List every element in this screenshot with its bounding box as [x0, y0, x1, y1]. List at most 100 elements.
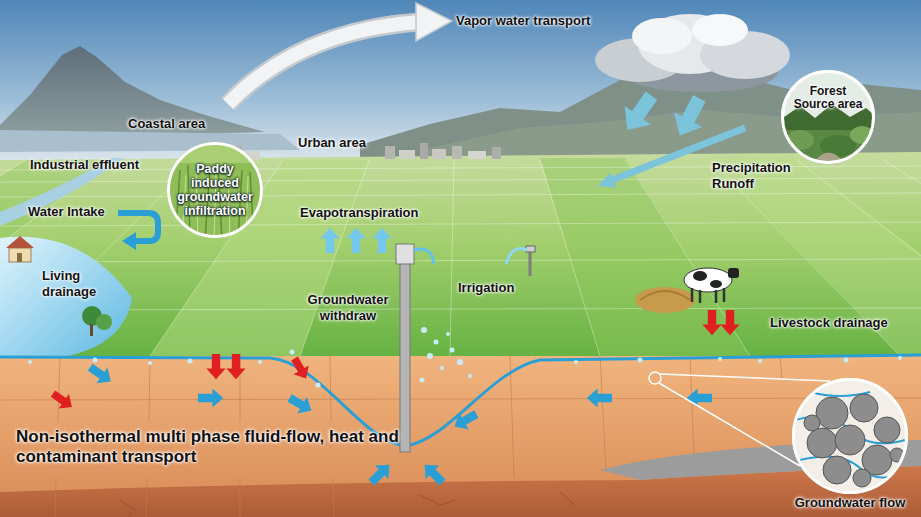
- groundwater-bubbles: [468, 374, 472, 378]
- water-intake-arrow: [122, 232, 136, 250]
- field-features: [635, 287, 695, 313]
- coastal-sea: [0, 130, 300, 152]
- urban-buildings: [468, 151, 486, 159]
- groundwater-flow-arrows: [365, 458, 396, 489]
- scene-label: Precipitation Runoff: [712, 160, 808, 191]
- field-features: [691, 288, 694, 302]
- groundwater-bubbles: [290, 350, 295, 355]
- forest-inset-picture: [780, 69, 876, 118]
- field-grid: [300, 160, 369, 356]
- urban-buildings: [452, 146, 462, 159]
- scene-label: Irrigation: [458, 280, 514, 296]
- sky: [0, 0, 921, 170]
- soil-section: [0, 356, 921, 517]
- evapotranspiration-arrows: [320, 228, 391, 253]
- soil-section: [510, 356, 514, 478]
- lake: [17, 253, 22, 262]
- groundwater-bubbles: [434, 340, 439, 345]
- groundwater-bubbles: [258, 360, 262, 364]
- soil-section: [0, 398, 921, 400]
- groundwater-well: [414, 249, 434, 264]
- scene-label: Urban area: [298, 135, 366, 151]
- field-grid: [0, 259, 921, 262]
- soil-section: [560, 492, 575, 505]
- soil-section: [330, 356, 331, 422]
- field-features: [728, 268, 739, 278]
- soil-pore-picture: [804, 415, 820, 431]
- forest-inset-picture: [780, 69, 880, 165]
- soil-pore-picture: [853, 469, 871, 487]
- paddy-inset-picture: [246, 176, 248, 240]
- groundwater-bubbles: [148, 361, 152, 365]
- soil-section: [58, 356, 60, 422]
- field-grid: [540, 160, 600, 356]
- soil-section: [55, 478, 56, 517]
- soil-section: [690, 356, 694, 455]
- field-features: [710, 280, 722, 288]
- soil-section: [240, 478, 241, 517]
- groundwater-bubbles: [758, 359, 762, 363]
- lake: [0, 237, 132, 357]
- magnifier-lines: [660, 374, 830, 381]
- lake: [96, 314, 112, 330]
- contaminant-arrows: [226, 354, 245, 379]
- groundwater-flow-arrows: [418, 458, 449, 489]
- soil-section: [600, 440, 921, 480]
- groundwater-bubbles: [427, 353, 433, 359]
- groundwater-bubbles: [446, 332, 450, 336]
- rain-cloud: [632, 18, 692, 54]
- groundwater-bubbles: [421, 327, 427, 333]
- groundwater-bubbles: [93, 358, 98, 363]
- soil-pore-picture: [807, 428, 837, 458]
- coastal-sea: [0, 130, 300, 152]
- groundwater-bubbles: [28, 327, 902, 388]
- groundwater-bubbles: [457, 359, 463, 365]
- groundwater-flow-arrows: [285, 390, 316, 419]
- inset-circle: [783, 72, 874, 163]
- groundwater-bubbles: [28, 360, 32, 364]
- lake: [6, 236, 34, 248]
- field-features: [692, 288, 724, 303]
- mountains: [0, 46, 265, 140]
- lake: [9, 248, 31, 262]
- scene-label: Coastal area: [128, 116, 205, 132]
- groundwater-bubbles: [844, 358, 849, 363]
- paddy-inset-picture: [175, 170, 180, 240]
- soil-pore-picture: [835, 425, 865, 455]
- sky: [0, 0, 921, 170]
- evapotranspiration-arrows: [372, 228, 391, 253]
- scene-label: Livestock drainage: [770, 315, 888, 331]
- field-grid: [711, 160, 900, 356]
- soil-section: [333, 478, 334, 517]
- groundwater-flow-arrows: [198, 388, 223, 407]
- farm-fields: [711, 156, 921, 356]
- soil-section: [600, 356, 606, 470]
- urban-buildings: [492, 147, 501, 159]
- evapotranspiration-arrows: [320, 228, 339, 253]
- field-features: [640, 291, 690, 300]
- field-features: [715, 290, 718, 303]
- precipitation-arrows: [614, 86, 664, 139]
- field-grid: [450, 160, 454, 356]
- soil-section: [420, 495, 455, 505]
- soil-pore-picture: [790, 376, 910, 496]
- groundwater-well: [396, 244, 434, 452]
- inset-circle: [169, 144, 262, 237]
- groundwater-well: [396, 244, 414, 264]
- field-features: [506, 249, 527, 264]
- node-text: Forest Source area: [789, 85, 866, 112]
- soil-pore-picture: [804, 394, 904, 487]
- soil-pore-picture: [874, 417, 900, 443]
- soil-pore-inset: Groundwater flow: [792, 378, 908, 494]
- field-features: [723, 288, 726, 302]
- magnifier-lines: [659, 383, 800, 466]
- scene-label: Non-isothermal multi phase fluid-flow, h…: [16, 427, 400, 468]
- field-grid: [0, 308, 921, 310]
- node-outline: [792, 378, 908, 494]
- groundwater-flow-arrows: [687, 388, 712, 407]
- groundwater-flow-arrows: [85, 359, 712, 489]
- urban-buildings: [432, 149, 446, 159]
- inset-circle: [794, 380, 907, 493]
